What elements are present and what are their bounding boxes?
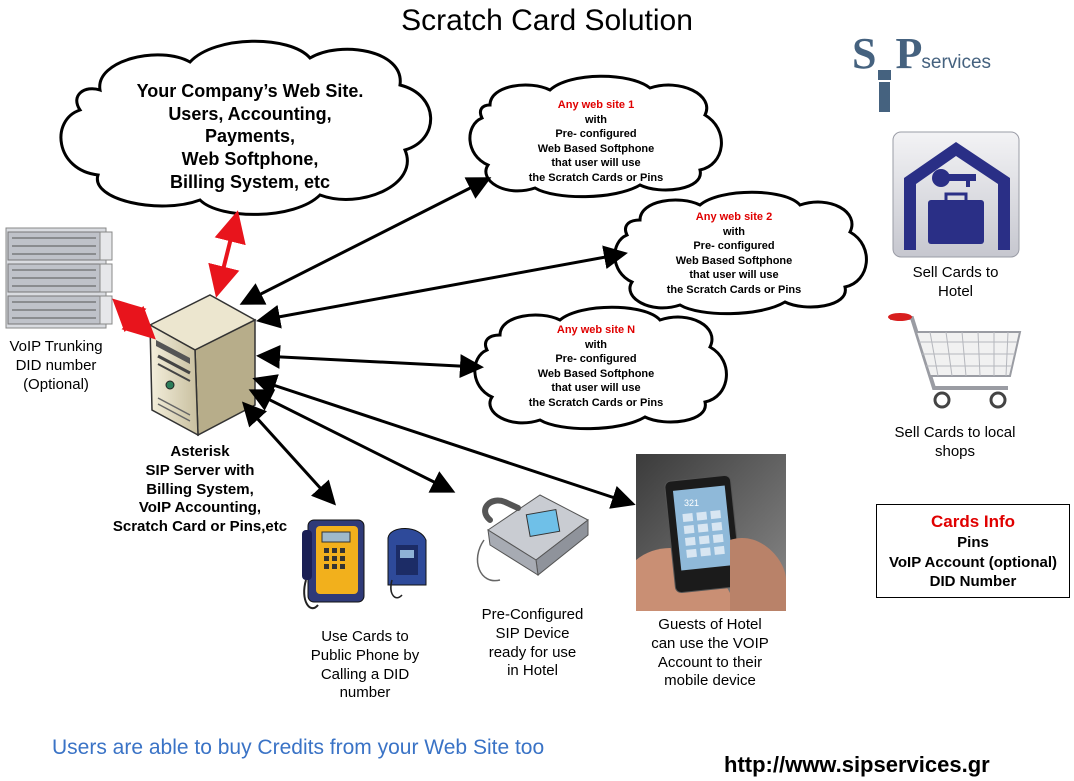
shops-line: Sell Cards to local [894,424,1016,441]
website-url[interactable]: http://www.sipservices.gr [724,752,990,777]
web-site-cloud-1 [468,74,723,199]
rack-server-icon [5,227,113,329]
arrow-server-site2 [256,245,628,329]
web-site-2-text: Any web site 2 with Pre- configured Web … [628,210,840,297]
footer-note: Users are able to buy Credits from your … [52,736,545,759]
sell-cards-hotel-label: Sell Cards to Hotel [878,264,1033,302]
sip-device-line: in Hotel [507,662,558,680]
guests-line: Guests of Hotel [658,616,762,633]
asterisk-line: SIP Server with [145,461,255,479]
web-site-N-line: that user will use [551,382,641,395]
company-line-2: Users, Accounting, [168,103,332,124]
web-site-N-line: Pre- configured [555,353,637,366]
web-site-2-line: that user will use [689,269,779,282]
web-site-N-line: the Scratch Cards or Pins [528,396,664,409]
public-phone-line: number [339,684,391,702]
guests-line: Account to their [657,653,763,671]
public-phone-line: Public Phone by [310,646,420,664]
mobile-phone-icon: 321 [636,454,786,611]
sip-device-line: SIP Device [495,624,570,642]
web-site-2-name: Any web site 2 [695,211,773,223]
cards-info-box: Cards Info Pins VoIP Account (optional) … [876,504,1070,598]
company-line-5: Billing System, etc [169,171,331,192]
guests-line: can use the VOIP [651,634,769,652]
asterisk-line: VoIP Accounting, [138,499,262,517]
desk-phone-icon [476,494,589,582]
web-site-N-line: with [585,338,607,351]
asterisk-line: Scratch Card or Pins,etc [112,518,288,535]
arrow-server-siteN [256,344,484,379]
web-site-N-line: Web Based Softphone [537,367,655,380]
payphone-icon [302,519,365,610]
web-site-2-line: Web Based Softphone [675,254,793,267]
cards-info-item: Pins [957,534,989,552]
sip-device-line: ready for use [488,643,577,661]
web-site-1-line: Web Based Softphone [537,142,655,155]
web-site-2-line: the Scratch Cards or Pins [666,283,802,296]
cards-info-item: DID Number [929,573,1017,591]
arrow-server-rack [112,298,156,340]
web-site-1-line: Pre- configured [555,128,637,141]
hotel-key-icon [892,131,1020,258]
web-site-2-line: Pre- configured [693,240,775,253]
voip-trunking-line: VoIP Trunking [9,338,103,355]
public-phone-label: Use Cards to Public Phone by Calling a D… [290,628,440,703]
arrow-server-company [208,210,246,298]
hotel-line: Sell Cards to [912,264,999,281]
sell-cards-shops-label: Sell Cards to local shops [870,424,1040,462]
voip-trunking-line: DID number [15,356,97,374]
guests-line: mobile device [664,672,756,690]
asterisk-line: Asterisk [170,443,230,460]
asterisk-line: Billing System, [146,480,254,498]
arrows [112,177,636,509]
company-line-1: Your Company’s Web Site. [136,81,364,101]
mobile-screen-text: 321 [684,498,699,508]
shops-line: shops [934,442,976,460]
sip-device-label: Pre-Configured SIP Device ready for use … [460,606,605,681]
arrow-server-payphone [241,401,337,506]
voip-trunking-label: VoIP Trunking DID number (Optional) [0,338,112,394]
asterisk-server-label: Asterisk SIP Server with Billing System,… [100,443,300,537]
payphone-small-icon [387,528,427,599]
web-site-1-line: with [585,113,607,126]
company-cloud-text: Your Company’s Web Site. Users, Accounti… [95,80,405,193]
web-site-1-text: Any web site 1 with Pre- configured Web … [476,98,716,185]
company-line-4: Web Softphone, [181,149,319,170]
cards-info-item: VoIP Account (optional) [888,553,1058,571]
cards-info-title: Cards Info [930,512,1016,531]
shopping-cart-icon [888,313,1022,409]
page-title: Scratch Card Solution [401,4,693,37]
web-site-1-name: Any web site 1 [557,99,635,111]
tower-server-icon [148,294,257,437]
sip-device-line: Pre-Configured [481,606,584,623]
web-site-2-line: with [723,225,745,238]
company-line-3: Payments, [204,126,296,147]
public-phone-line: Use Cards to [321,628,409,645]
web-site-N-text: Any web site N with Pre- configured Web … [490,323,702,410]
web-site-1-line: the Scratch Cards or Pins [528,171,664,184]
voip-trunking-line: (Optional) [23,375,89,393]
public-phone-line: Calling a DID [320,665,410,683]
web-site-1-line: that user will use [551,157,641,170]
web-site-N-name: Any web site N [556,324,636,336]
hotel-guests-label: Guests of Hotel can use the VOIP Account… [630,616,790,691]
hotel-line: Hotel [937,282,974,300]
